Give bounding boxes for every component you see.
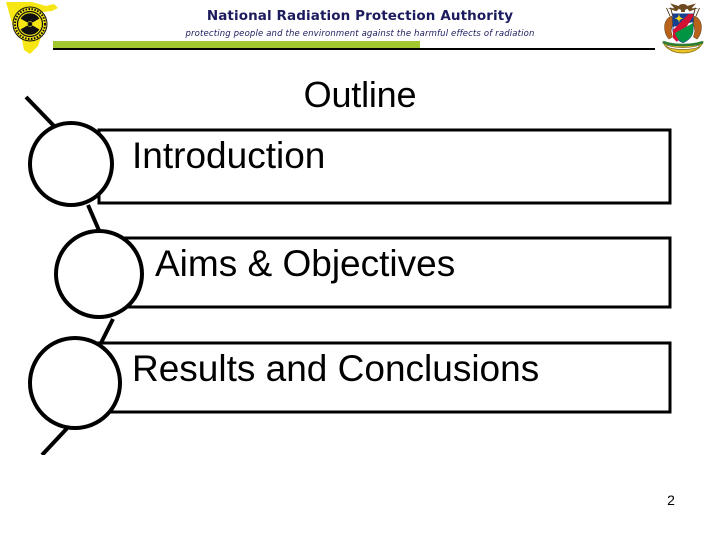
outline-bullet-circle-2: [54, 229, 144, 319]
outline-box-2: [123, 236, 672, 309]
page-number: 2: [667, 492, 675, 508]
outline-bullet-circle-1: [28, 121, 114, 207]
outline-item-label-results-conclusions: Results and Conclusions: [132, 348, 540, 389]
outline-bullet-circle-3: [28, 336, 122, 430]
outline-item-label-introduction: Introduction: [132, 135, 326, 176]
organisation-tagline: protecting people and the environment ag…: [185, 29, 535, 39]
page-title: Outline: [303, 74, 417, 116]
namibia-coat-of-arms-logo: [650, 0, 716, 58]
slide-header: National Radiation Protection Authority …: [0, 0, 720, 58]
outline-diagram: Introduction Aims & Objectives Results a…: [0, 95, 720, 455]
outline-item-label-aims-objectives: Aims & Objectives: [155, 243, 456, 284]
organisation-title: National Radiation Protection Authority: [206, 8, 514, 24]
header-divider-rule: [53, 48, 655, 50]
outline-diagram-shapes: [24, 95, 672, 455]
radiation-trefoil-namibia-map-logo: [2, 0, 64, 56]
connector-lines: [24, 95, 115, 455]
outline-box-3: [97, 341, 672, 414]
outline-box-1: [97, 128, 672, 205]
header-green-accent-bar: [53, 41, 420, 48]
